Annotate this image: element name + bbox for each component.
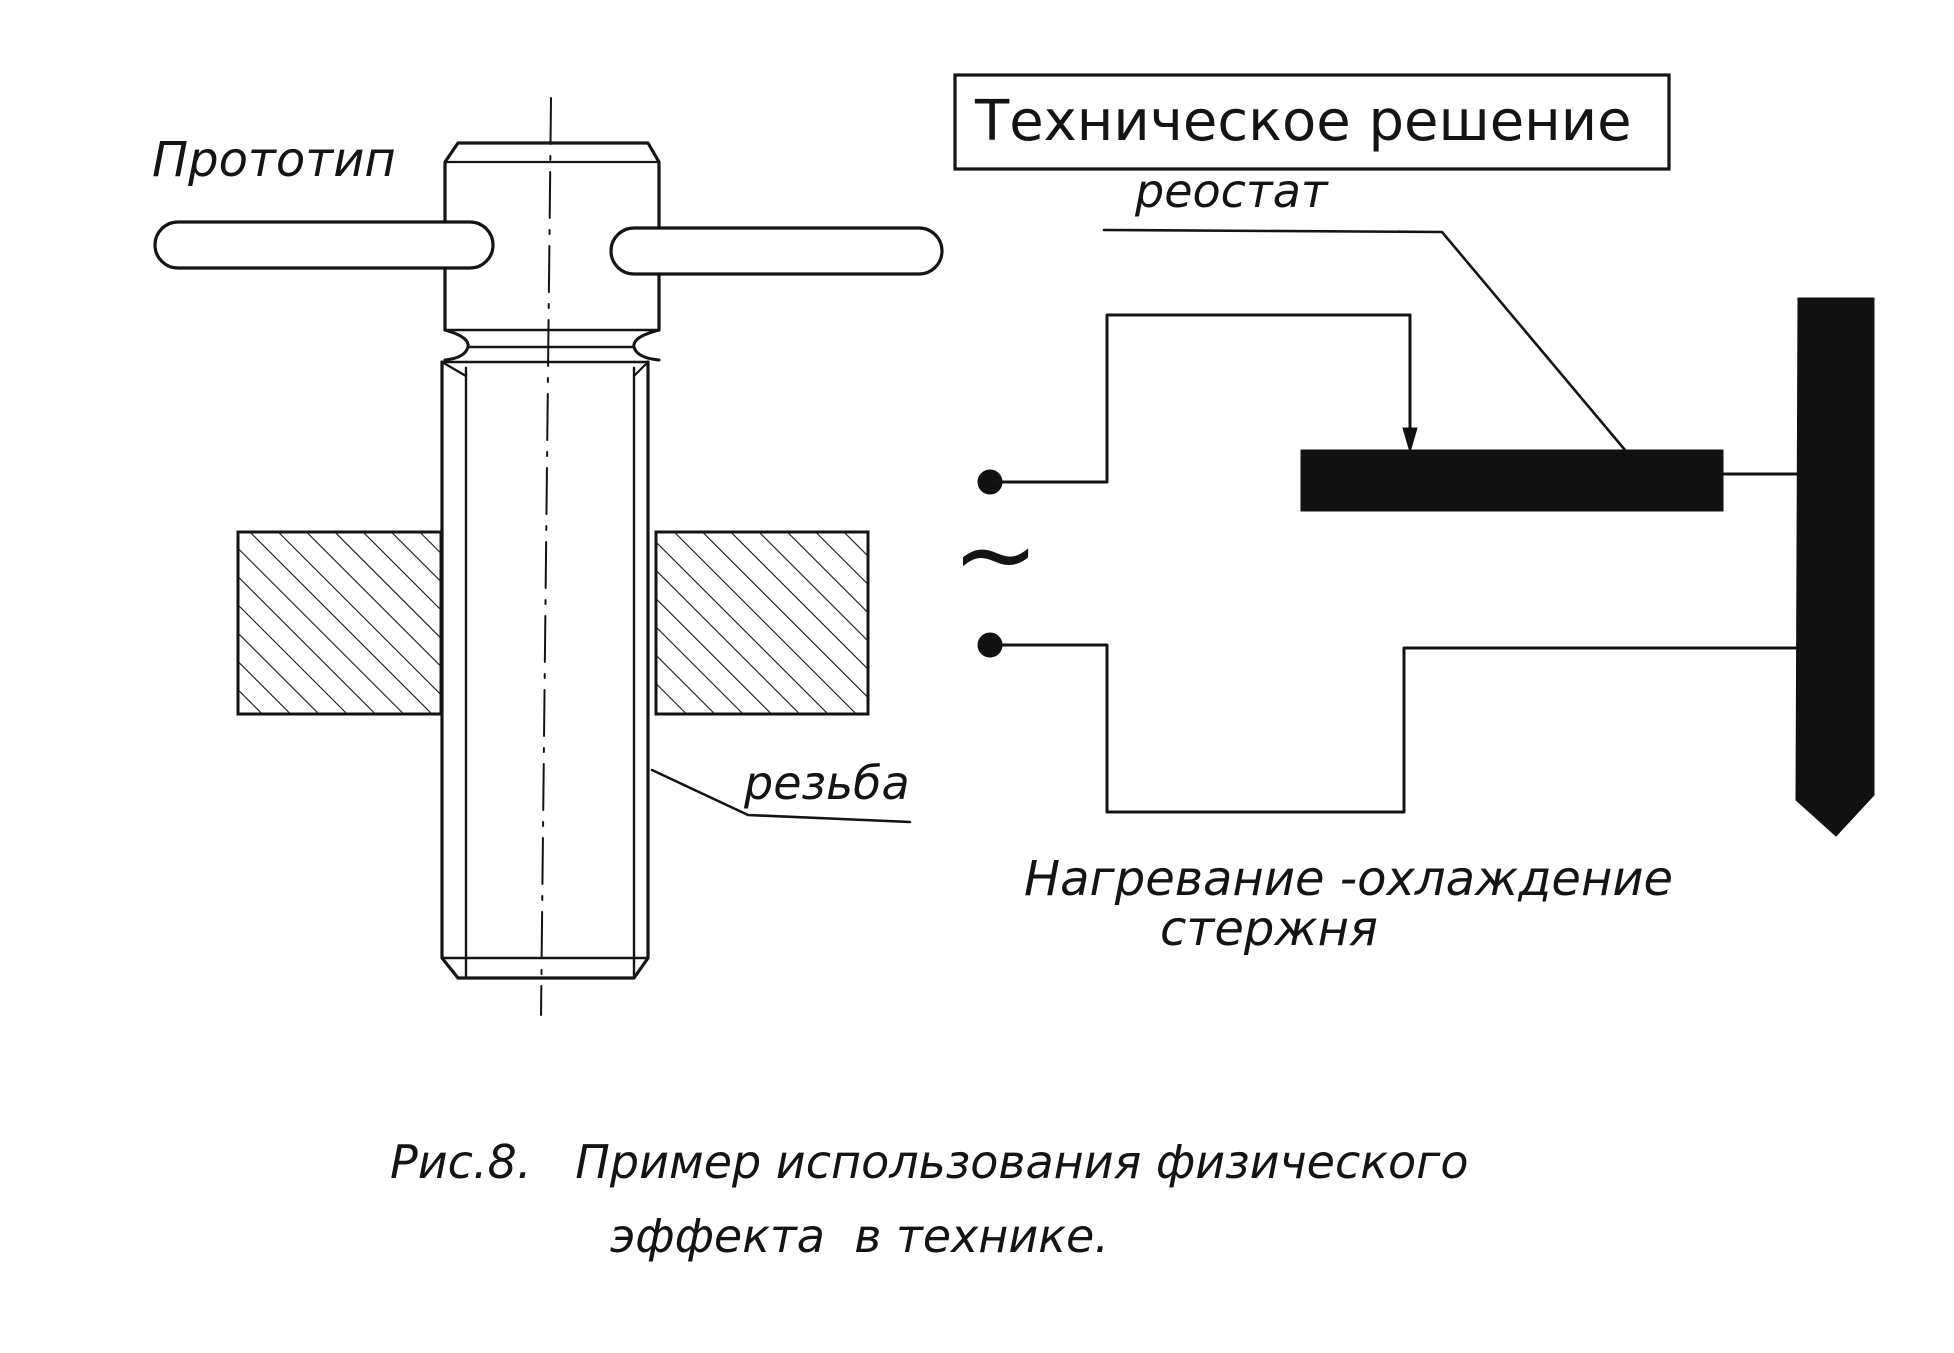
wire-lower — [988, 643, 1798, 814]
process-label-line2: стержня — [1160, 901, 1378, 957]
caption-line2: эффекта в технике. — [610, 1209, 1109, 1263]
prototype-drawing — [153, 97, 944, 1016]
thread-leader — [650, 768, 912, 824]
prototype-label: Прототип — [152, 132, 396, 188]
handle-right — [609, 226, 944, 276]
caption-line1: Рис.8. Пример использования физического — [390, 1135, 1468, 1189]
rheostat-leader — [1102, 228, 1627, 452]
technical-solution-drawing — [953, 73, 1875, 837]
thread-label: резьба — [743, 756, 910, 810]
bolt-head — [443, 141, 661, 332]
plate-right — [654, 530, 870, 716]
slider-arrow — [1402, 427, 1418, 454]
rheostat — [1300, 449, 1724, 512]
handle-left — [153, 220, 495, 270]
bolt-shank — [440, 360, 650, 980]
technical-solution-label: Техническое решение — [974, 89, 1632, 154]
ac-symbol: ~ — [952, 493, 1039, 615]
plate-left — [236, 530, 443, 716]
wire-upper — [988, 313, 1412, 484]
rheostat-label: реостат — [1134, 164, 1329, 218]
axis-centerline — [540, 97, 552, 1016]
technical-solution-box — [953, 73, 1671, 171]
process-label-line1: Нагревание -охлаждение — [1024, 851, 1673, 907]
heated-rod — [1795, 297, 1875, 837]
bolt-neck — [443, 328, 470, 362]
